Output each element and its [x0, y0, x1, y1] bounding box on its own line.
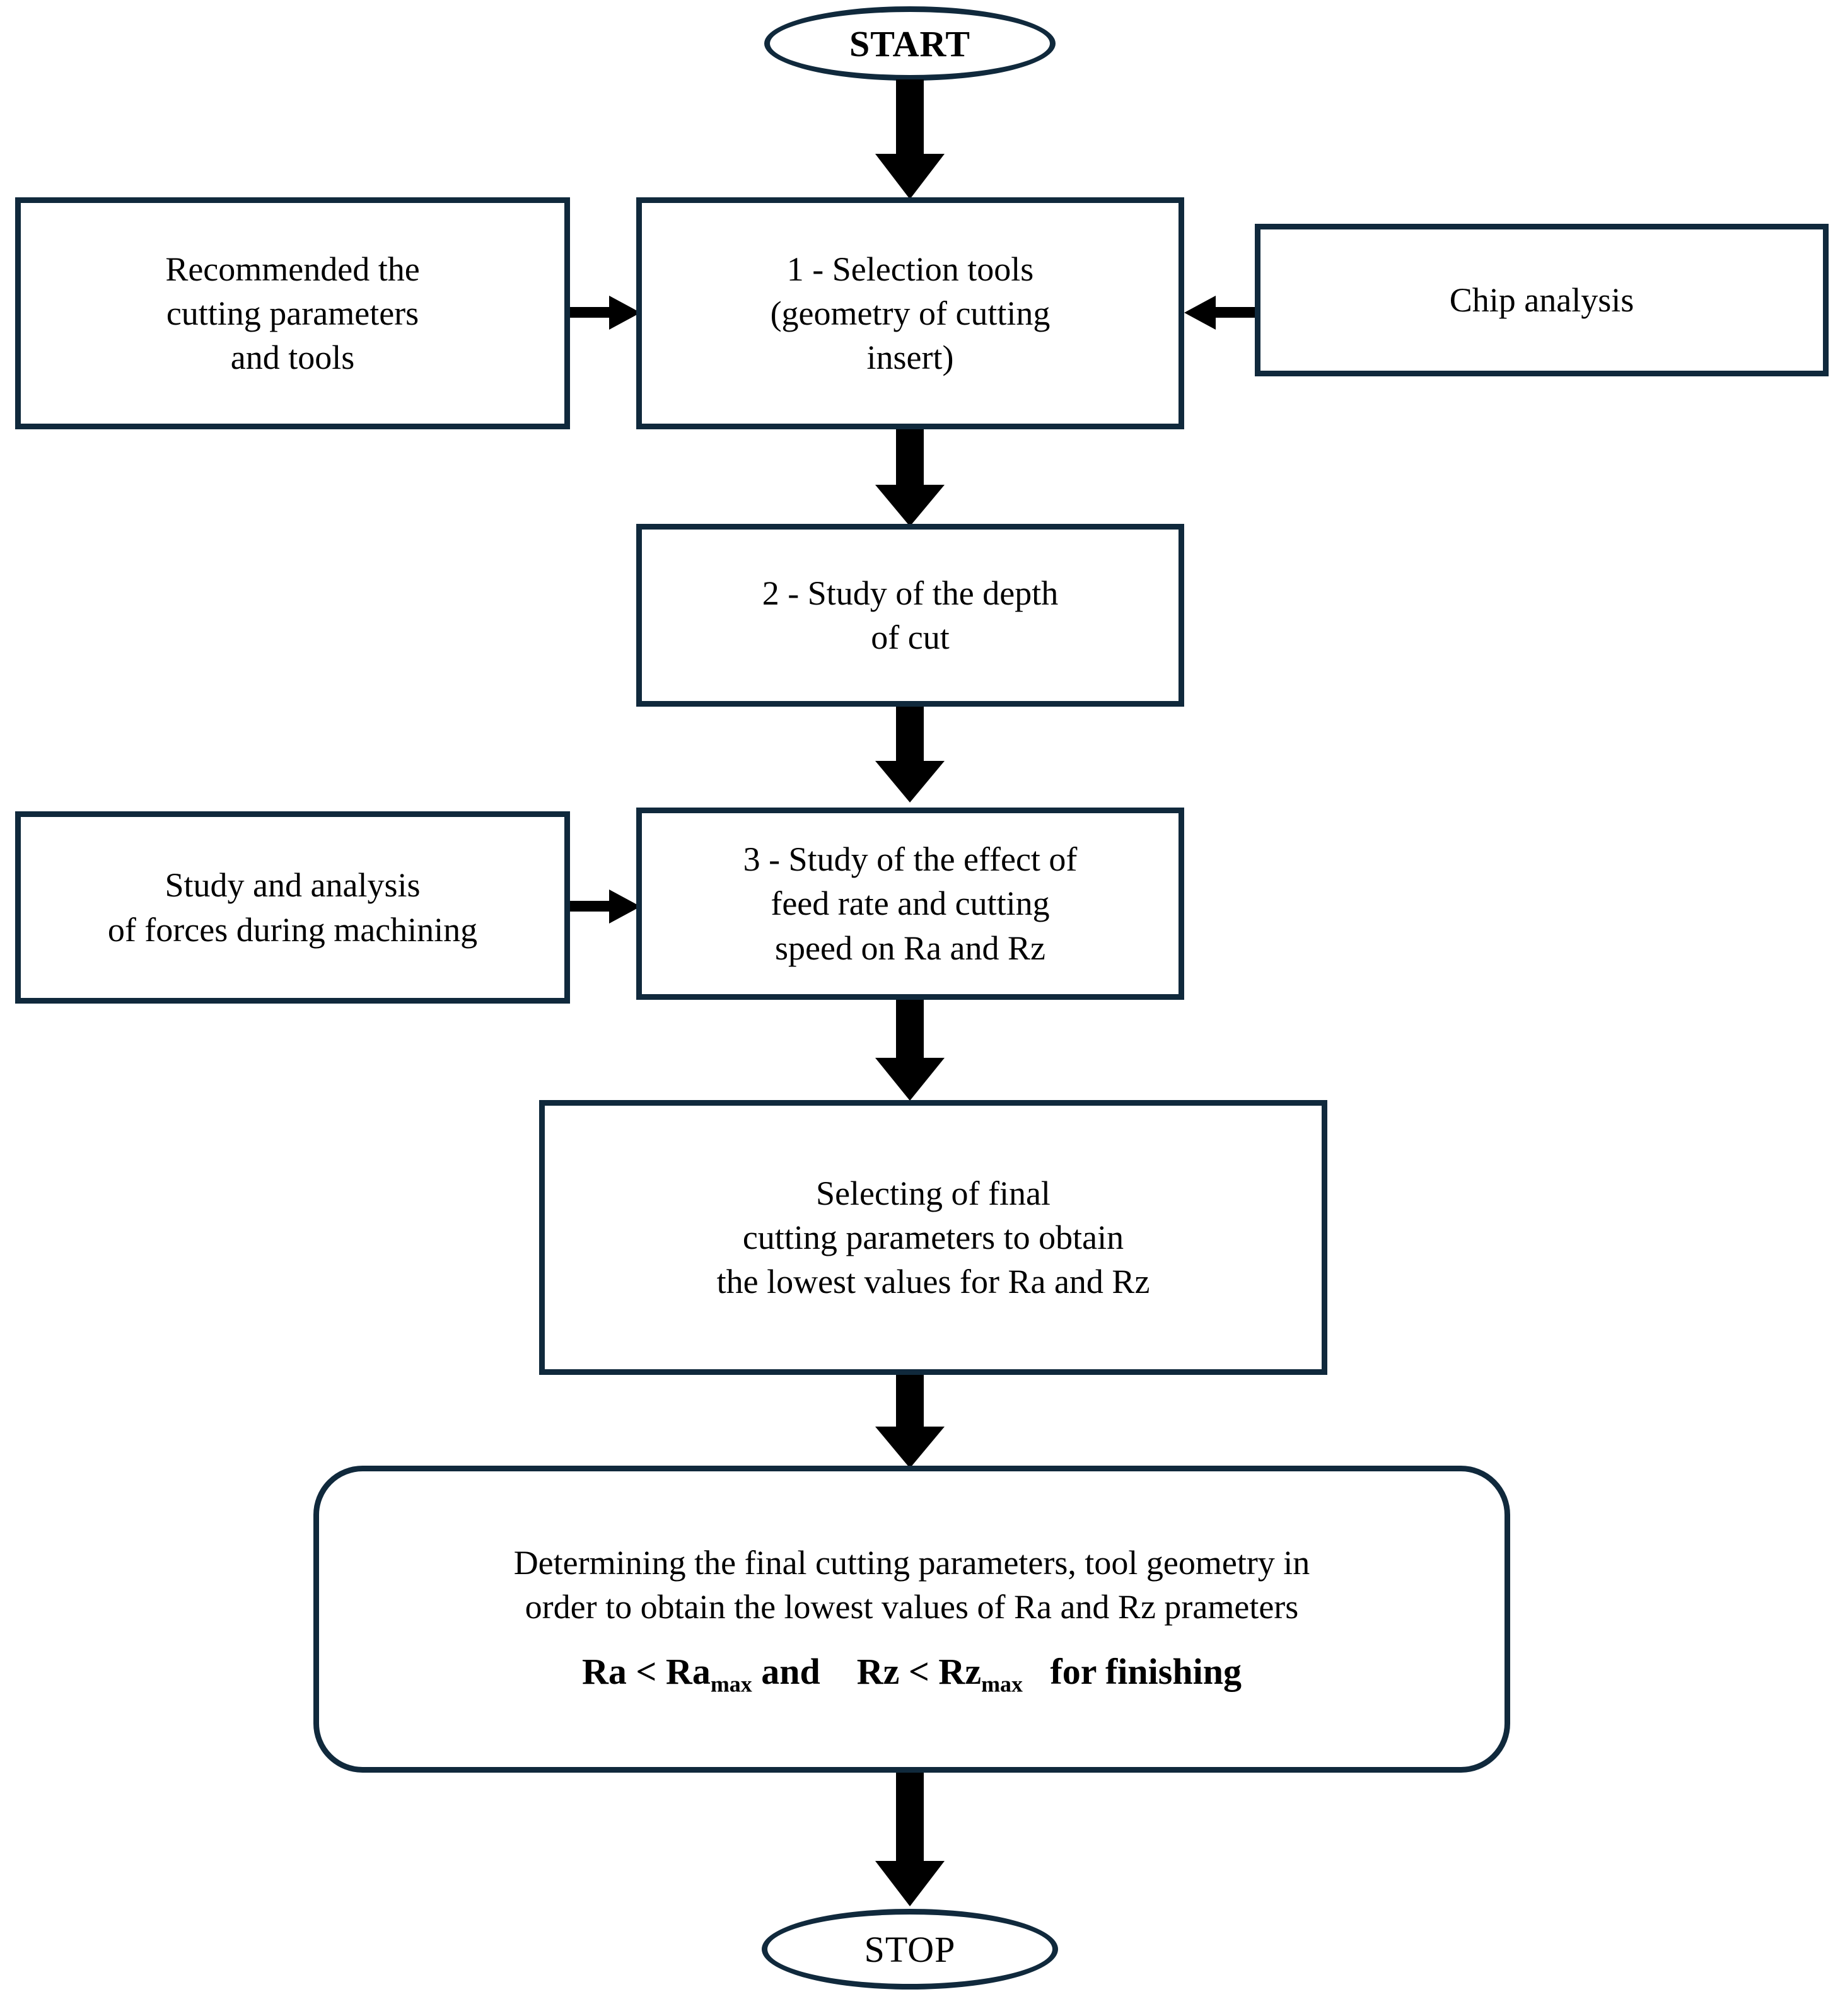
formula-part-1: Ra < Ra [582, 1651, 711, 1693]
node-selecting-final-parameters-label: Selecting of final cutting parameters to… [716, 1174, 1150, 1301]
node-feed-speed-study-label: 3 - Study of the effect of feed rate and… [743, 840, 1078, 967]
edge-selecting-to-determining [875, 1375, 945, 1468]
node-selection-tools[interactable]: 1 - Selection tools (geometry of cutting… [636, 197, 1184, 429]
node-determining-final-formula: Ra < Ramax and Rz < Rzmax for finishing [319, 1650, 1505, 1698]
node-recommended-parameters[interactable]: Recommended the cutting parameters and t… [15, 197, 570, 429]
formula-sub-1: max [710, 1671, 752, 1697]
node-depth-of-cut-label: 2 - Study of the depth of cut [762, 574, 1059, 656]
edge-depth-to-feed [875, 707, 945, 802]
node-stop[interactable]: STOP [762, 1909, 1058, 1990]
edge-recommended-to-selection [570, 292, 641, 333]
node-start-label: START [849, 23, 971, 64]
node-selecting-final-parameters[interactable]: Selecting of final cutting parameters to… [539, 1100, 1327, 1375]
node-determining-final[interactable]: Determining the final cutting parameters… [313, 1466, 1510, 1773]
node-forces-analysis-label: Study and analysis of forces during mach… [107, 866, 478, 949]
edge-chip-to-selection [1184, 292, 1255, 333]
node-determining-final-paragraph: Determining the final cutting parameters… [513, 1544, 1310, 1626]
edge-start-to-selection [875, 79, 945, 199]
node-feed-speed-study[interactable]: 3 - Study of the effect of feed rate and… [636, 808, 1184, 1000]
node-selection-tools-label: 1 - Selection tools (geometry of cutting… [770, 250, 1051, 377]
formula-part-2: and Rz < Rz [752, 1651, 982, 1693]
formula-part-3: for finishing [1022, 1651, 1242, 1693]
node-recommended-parameters-label: Recommended the cutting parameters and t… [165, 250, 420, 377]
node-start[interactable]: START [764, 6, 1056, 81]
edge-selection-to-depth [875, 429, 945, 526]
node-depth-of-cut[interactable]: 2 - Study of the depth of cut [636, 524, 1184, 707]
formula-sub-2: max [981, 1671, 1023, 1697]
edge-determining-to-stop [875, 1773, 945, 1906]
node-chip-analysis[interactable]: Chip analysis [1255, 224, 1829, 376]
node-stop-label: STOP [864, 1928, 956, 1970]
node-chip-analysis-label: Chip analysis [1449, 281, 1634, 319]
node-determining-final-body: Determining the final cutting parameters… [319, 1541, 1505, 1698]
edge-forces-to-feed [570, 886, 641, 927]
node-forces-analysis[interactable]: Study and analysis of forces during mach… [15, 811, 570, 1004]
edge-feed-to-selecting [875, 1000, 945, 1101]
